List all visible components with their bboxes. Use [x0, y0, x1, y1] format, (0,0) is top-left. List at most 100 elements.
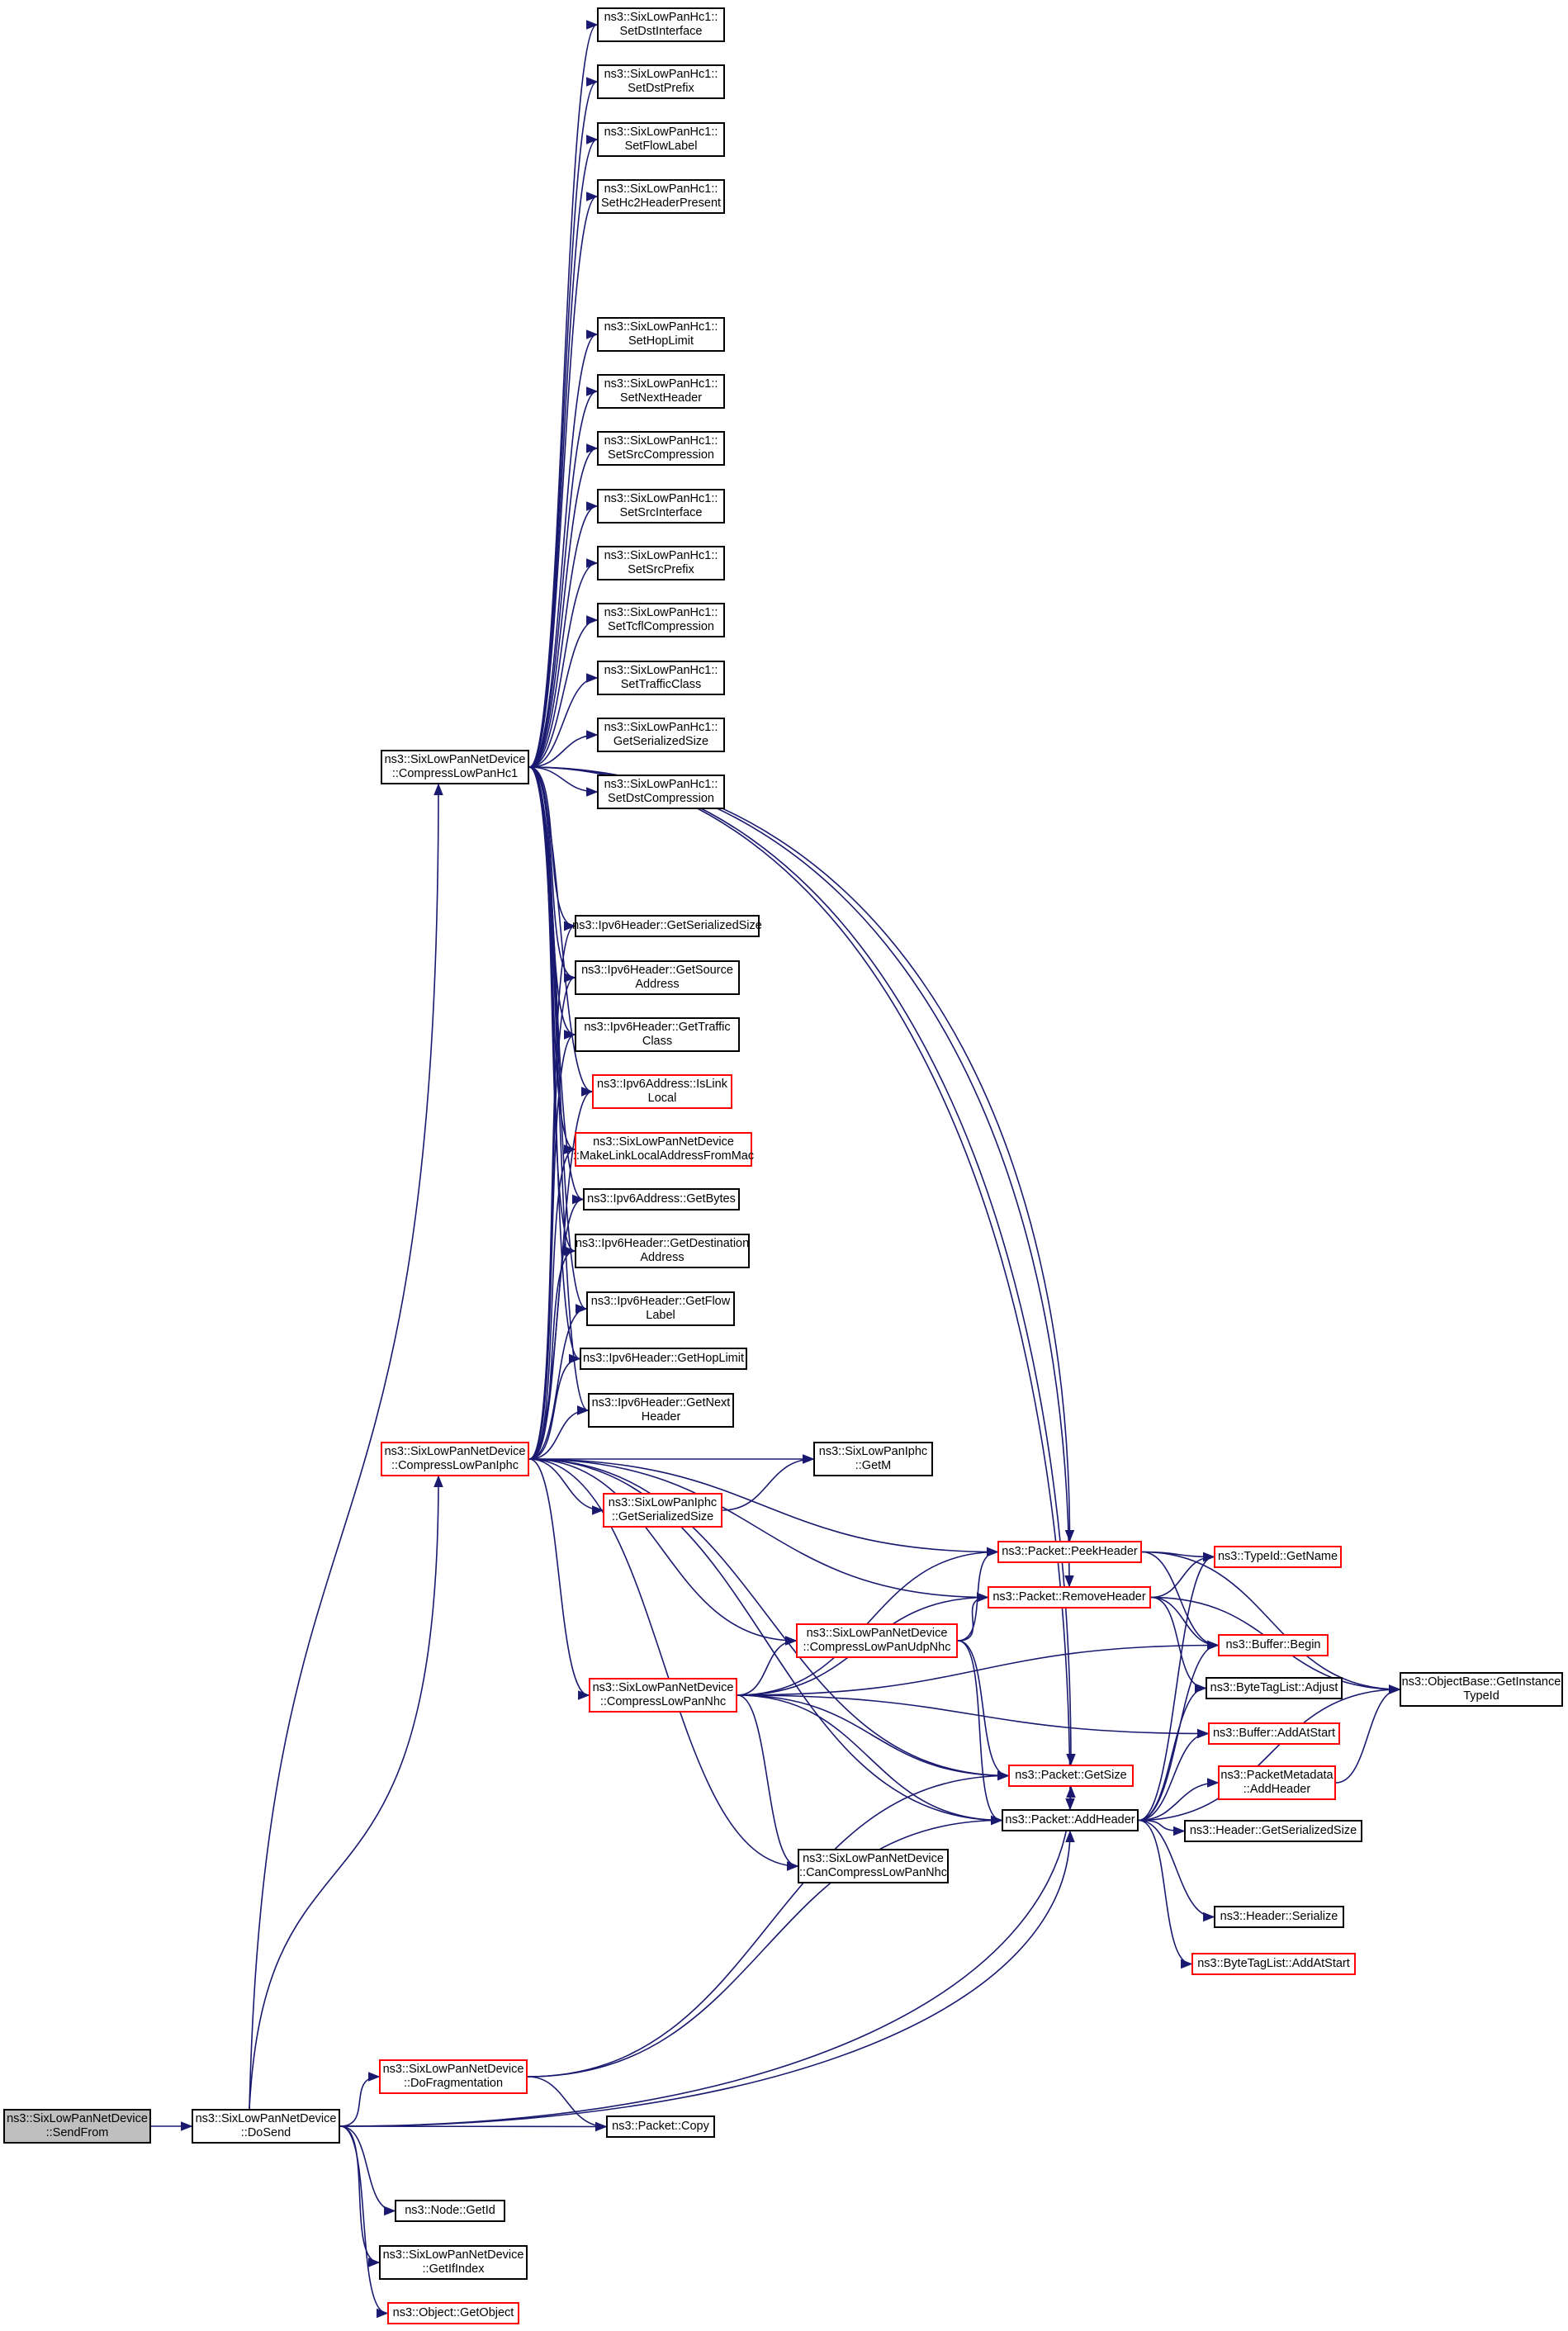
edge-compresshc1-setdstinterface	[528, 20, 599, 768]
node-settcflcompression[interactable]: ns3::SixLowPanHc1::SetTcflCompression	[597, 603, 725, 637]
edge-compressnhc-getsize	[737, 1694, 1010, 1781]
edge-compresshc1-setsrccompression	[528, 443, 599, 768]
edge-compressiphc-compressnhc	[528, 1458, 590, 1700]
node-makelinklocal[interactable]: ns3::SixLowPanNetDevice::MakeLinkLocalAd…	[573, 1132, 754, 1167]
edge-compressudpnhc-addheader	[957, 1640, 1003, 1826]
edge-compresshc1-sethc2	[528, 192, 599, 768]
edge-addheader-headerserialize	[1138, 1819, 1215, 1922]
node-setdstinterface[interactable]: ns3::SixLowPanHc1::SetDstInterface	[597, 7, 725, 42]
edge-compressnhc-compressudpnhc	[737, 1636, 798, 1696]
node-headergetserializedsize[interactable]: ns3::Header::GetSerializedSize	[1184, 1820, 1362, 1842]
node-compressiphc[interactable]: ns3::SixLowPanNetDevice::CompressLowPanI…	[381, 1442, 529, 1476]
edge-compressudpnhc-removeheader	[957, 1592, 989, 1642]
node-bytetagadjust[interactable]: ns3::ByteTagList::Adjust	[1206, 1677, 1343, 1699]
edge-metadataaddheader-getinstancetypeid	[1335, 1684, 1401, 1784]
node-getobject[interactable]: ns3::Object::GetObject	[387, 2302, 519, 2324]
edge-addheader-bytetagadjust	[1138, 1683, 1207, 1822]
edge-compresshc1-getflow	[528, 766, 588, 1314]
node-getbytes[interactable]: ns3::Ipv6Address::GetBytes	[583, 1188, 740, 1211]
edge-dosend-compresshc1	[249, 783, 443, 2110]
node-bufferaddatstart[interactable]: ns3::Buffer::AddAtStart	[1208, 1722, 1340, 1745]
edge-addheader-getname	[1138, 1552, 1215, 1822]
node-getsize[interactable]: ns3::Packet::GetSize	[1008, 1765, 1134, 1787]
node-setflowlabel[interactable]: ns3::SixLowPanHc1::SetFlowLabel	[597, 122, 725, 157]
node-metadataaddheader[interactable]: ns3::PacketMetadata::AddHeader	[1218, 1765, 1336, 1800]
edge-compressiphc-removeheader	[528, 1458, 989, 1603]
edge-compresshc1-getbytes	[528, 766, 585, 1205]
node-getname[interactable]: ns3::TypeId::GetName	[1214, 1546, 1342, 1568]
edge-compresshc1-setflowlabel	[528, 135, 599, 768]
node-bufferbegin[interactable]: ns3::Buffer::Begin	[1218, 1634, 1329, 1656]
edge-compresshc1-hc1getserializedsize	[528, 730, 599, 768]
node-hc1getserializedsize[interactable]: ns3::SixLowPanHc1::GetSerializedSize	[597, 718, 725, 752]
edge-addheader-bufferaddatstart	[1138, 1728, 1210, 1822]
node-peekheader[interactable]: ns3::Packet::PeekHeader	[997, 1541, 1142, 1563]
node-compressudpnhc[interactable]: ns3::SixLowPanNetDevice::CompressLowPanU…	[796, 1623, 958, 1658]
edge-compressiphc-compressudpnhc	[528, 1458, 798, 1646]
edge-dosend-dofrag	[339, 2072, 381, 2127]
edge-compressiphc-cancompressnhc	[528, 1458, 799, 1871]
node-cancompressnhc[interactable]: ns3::SixLowPanNetDevice::CanCompressLowP…	[798, 1849, 949, 1883]
node-iphcgetm[interactable]: ns3::SixLowPanIphc::GetM	[813, 1442, 933, 1476]
node-getifindex[interactable]: ns3::SixLowPanNetDevice::GetIfIndex	[379, 2245, 528, 2280]
node-setdstprefix[interactable]: ns3::SixLowPanHc1::SetDstPrefix	[597, 64, 725, 99]
edge-iphcgetserializedsize-iphcgetm	[722, 1454, 815, 1511]
edge-compresshc1-settcflcompression	[528, 615, 599, 768]
edge-compressiphc-getflow	[528, 1304, 588, 1460]
node-setsrccompression[interactable]: ns3::SixLowPanHc1::SetSrcCompression	[597, 431, 725, 466]
edge-compresshc1-islinklocal	[528, 766, 594, 1097]
edge-dosend-nodegetid	[339, 2125, 396, 2216]
edge-compresshc1-setsrcprefix	[528, 558, 599, 768]
node-compresshc1[interactable]: ns3::SixLowPanNetDevice::CompressLowPanH…	[381, 750, 529, 784]
edge-compressiphc-ipv6gettraffic	[528, 1030, 576, 1460]
node-dosend[interactable]: ns3::SixLowPanNetDevice::DoSend	[192, 2109, 340, 2144]
edge-compresshc1-setdstcompression	[528, 766, 599, 797]
edge-dofrag-copy	[527, 2076, 608, 2132]
edge-compressnhc-bufferaddatstart	[737, 1694, 1210, 1739]
node-removeheader[interactable]: ns3::Packet::RemoveHeader	[988, 1586, 1151, 1608]
edge-addheader-bytetagaddatstart	[1138, 1819, 1193, 1969]
node-gethoplimit[interactable]: ns3::Ipv6Header::GetHopLimit	[580, 1348, 747, 1370]
node-setsrcprefix[interactable]: ns3::SixLowPanHc1::SetSrcPrefix	[597, 546, 725, 580]
node-sethc2[interactable]: ns3::SixLowPanHc1::SetHc2HeaderPresent	[597, 179, 725, 214]
edge-compresshc1-sethoplimit	[528, 329, 599, 768]
node-compressnhc[interactable]: ns3::SixLowPanNetDevice::CompressLowPanN…	[589, 1678, 737, 1713]
edge-dofrag-addheader	[527, 1815, 1003, 2078]
node-nodegetid[interactable]: ns3::Node::GetId	[395, 2200, 505, 2222]
edge-compressiphc-getbytes	[528, 1194, 585, 1460]
node-copy[interactable]: ns3::Packet::Copy	[606, 2115, 715, 2138]
node-iphcgetserializedsize[interactable]: ns3::SixLowPanIphc::GetSerializedSize	[603, 1493, 722, 1528]
node-ipv6getserializedsize[interactable]: ns3::Ipv6Header::GetSerializedSize	[572, 915, 762, 937]
edge-peekheader-getinstancetypeid	[1141, 1551, 1401, 1694]
edge-dosend-getifindex	[339, 2125, 381, 2267]
edge-compressiphc-peekheader	[528, 1458, 999, 1557]
edge-addheader-getinstancetypeid	[1138, 1684, 1401, 1822]
edge-compressudpnhc-getsize	[957, 1640, 1010, 1781]
edge-addheader-metadataaddheader	[1138, 1778, 1220, 1822]
edge-compressnhc-addheader	[737, 1694, 1003, 1826]
node-sethoplimit[interactable]: ns3::SixLowPanHc1::SetHopLimit	[597, 317, 725, 352]
edge-compressiphc-gethoplimit	[528, 1353, 581, 1460]
edge-compressiphc-addheader	[528, 1458, 1003, 1826]
node-dofrag[interactable]: ns3::SixLowPanNetDevice::DoFragmentation	[379, 2059, 528, 2094]
edge-compressiphc-iphcgetserializedsize	[528, 1458, 604, 1515]
node-bytetagaddatstart[interactable]: ns3::ByteTagList::AddAtStart	[1191, 1953, 1356, 1975]
node-setnextheader[interactable]: ns3::SixLowPanHc1::SetNextHeader	[597, 374, 725, 409]
edge-compressiphc-getdestination	[528, 1246, 576, 1460]
edge-dosend-getobject	[339, 2125, 389, 2319]
edge-compressiphc-getsize	[528, 1458, 1010, 1781]
node-settrafficclass[interactable]: ns3::SixLowPanHc1::SetTrafficClass	[597, 661, 725, 695]
node-setdstcompression[interactable]: ns3::SixLowPanHc1::SetDstCompression	[597, 775, 725, 809]
node-setsrcinterface[interactable]: ns3::SixLowPanHc1::SetSrcInterface	[597, 489, 725, 524]
node-headerserialize[interactable]: ns3::Header::Serialize	[1214, 1906, 1344, 1928]
node-addheader[interactable]: ns3::Packet::AddHeader	[1002, 1809, 1139, 1831]
